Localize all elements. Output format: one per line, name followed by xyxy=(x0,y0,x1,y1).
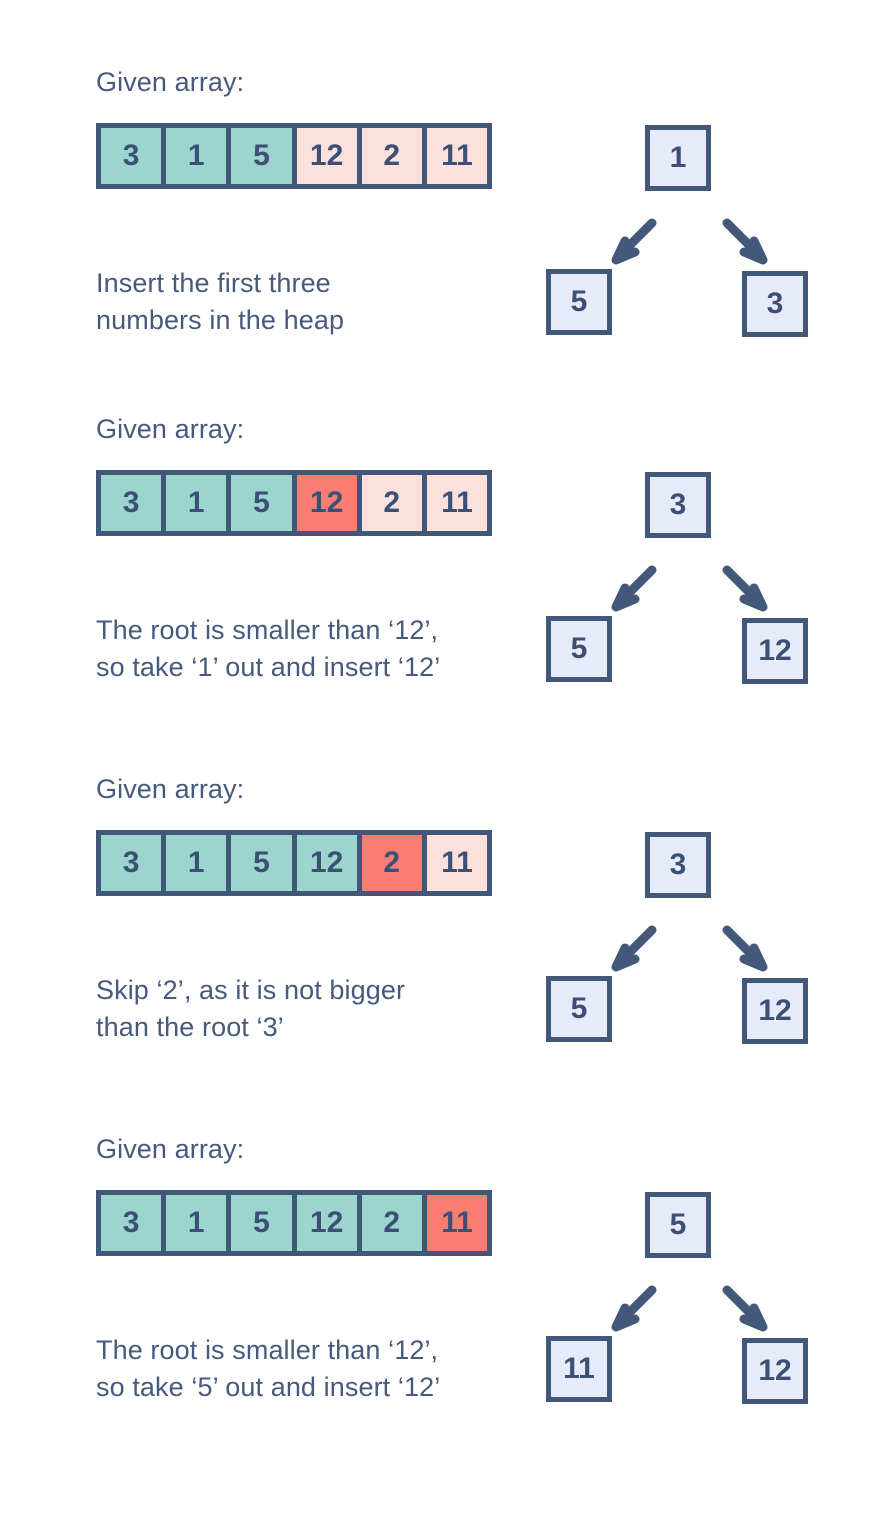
left-arrow-head xyxy=(611,1303,640,1332)
array-row: 3 1 5 12 2 11 xyxy=(96,470,492,536)
tree-node-left-child: 5 xyxy=(546,616,612,682)
left-arrow-shaft xyxy=(612,925,657,970)
right-arrow-head xyxy=(739,583,768,612)
left-arrow-shaft xyxy=(612,218,657,263)
left-arrow-shaft xyxy=(612,1285,657,1330)
tree-node-root: 3 xyxy=(645,832,711,898)
array-cell: 3 xyxy=(101,128,167,184)
left-arrow-head xyxy=(611,583,640,612)
step-caption: Skip ‘2’, as it is not bigger than the r… xyxy=(96,975,406,1043)
array-cell: 12 xyxy=(296,128,362,184)
step-panel-3: Given array: 3 1 5 12 2 11 Skip ‘2’, as … xyxy=(0,759,873,1119)
array-row: 3 1 5 12 2 11 xyxy=(96,123,492,189)
left-arrow-head xyxy=(611,943,640,972)
tree-node-root: 5 xyxy=(645,1192,711,1258)
array-cell: 1 xyxy=(166,128,232,184)
array-cell: 5 xyxy=(231,128,297,184)
tree-node-left-child: 11 xyxy=(546,1336,612,1402)
right-arrow-shaft xyxy=(722,925,767,970)
array-cell: 11 xyxy=(426,128,488,184)
array-cell: 3 xyxy=(101,835,167,891)
heap-tree: 1 5 3 xyxy=(520,125,860,375)
right-arrow-shaft xyxy=(722,565,767,610)
array-cell: 11 xyxy=(426,475,488,531)
array-cell: 12 xyxy=(296,1195,362,1251)
array-row: 3 1 5 12 2 11 xyxy=(96,830,492,896)
array-cell: 2 xyxy=(361,1195,427,1251)
step-caption: The root is smaller than ‘12’, so take ‘… xyxy=(96,615,441,683)
tree-node-root: 1 xyxy=(645,125,711,191)
given-array-label: Given array: xyxy=(96,774,245,804)
given-array-label: Given array: xyxy=(96,1134,245,1164)
step-panel-2: Given array: 3 1 5 12 2 11 The root is s… xyxy=(0,399,873,759)
right-arrow-shaft xyxy=(722,218,767,263)
array-cell: 5 xyxy=(231,475,297,531)
array-cell-highlighted: 12 xyxy=(296,475,362,531)
array-cell: 2 xyxy=(361,475,427,531)
tree-node-right-child: 12 xyxy=(742,1338,808,1404)
step-panel-4: Given array: 3 1 5 12 2 11 The root is s… xyxy=(0,1119,873,1479)
tree-node-root: 3 xyxy=(645,472,711,538)
heap-tree: 3 5 12 xyxy=(520,832,860,1082)
given-array-label: Given array: xyxy=(96,414,245,444)
right-arrow-head xyxy=(739,1303,768,1332)
array-cell: 5 xyxy=(231,1195,297,1251)
array-cell: 1 xyxy=(166,835,232,891)
heap-tree: 5 11 12 xyxy=(520,1192,860,1442)
array-cell-highlighted: 11 xyxy=(426,1195,488,1251)
array-cell: 1 xyxy=(166,1195,232,1251)
array-row: 3 1 5 12 2 11 xyxy=(96,1190,492,1256)
step-caption: The root is smaller than ‘12’, so take ‘… xyxy=(96,1335,441,1403)
array-cell: 2 xyxy=(361,128,427,184)
tree-node-right-child: 12 xyxy=(742,618,808,684)
array-cell: 1 xyxy=(166,475,232,531)
array-cell: 11 xyxy=(426,835,488,891)
array-cell: 5 xyxy=(231,835,297,891)
array-cell: 3 xyxy=(101,1195,167,1251)
tree-node-right-child: 3 xyxy=(742,271,808,337)
array-cell: 12 xyxy=(296,835,362,891)
right-arrow-shaft xyxy=(722,1285,767,1330)
given-array-label: Given array: xyxy=(96,67,245,97)
tree-node-left-child: 5 xyxy=(546,976,612,1042)
tree-node-right-child: 12 xyxy=(742,978,808,1044)
step-caption: Insert the first three numbers in the he… xyxy=(96,268,345,336)
heap-tree: 3 5 12 xyxy=(520,472,860,722)
array-cell: 3 xyxy=(101,475,167,531)
right-arrow-head xyxy=(739,236,768,265)
tree-node-left-child: 5 xyxy=(546,269,612,335)
left-arrow-shaft xyxy=(612,565,657,610)
right-arrow-head xyxy=(739,943,768,972)
step-panel-1: Given array: 3 1 5 12 2 11 Insert the fi… xyxy=(0,52,873,399)
left-arrow-head xyxy=(611,236,640,265)
array-cell-highlighted: 2 xyxy=(361,835,427,891)
